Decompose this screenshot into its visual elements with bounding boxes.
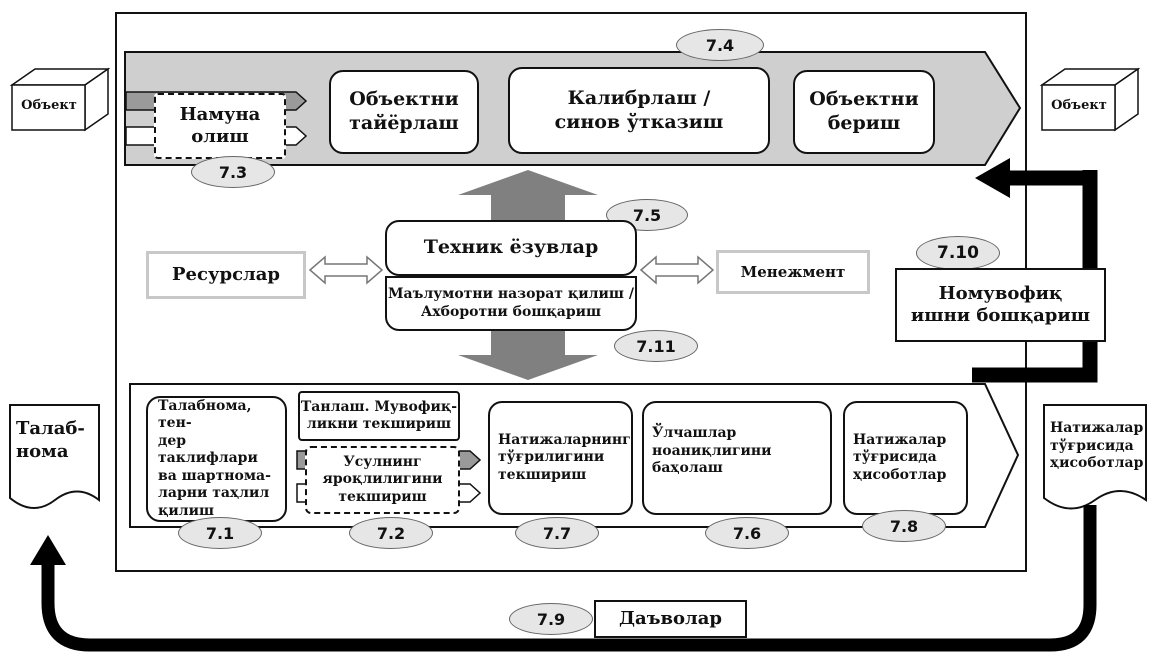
reports-box: Натижалар тўғрисида ҳисоботлар [843,401,968,515]
complaints-return-arrowhead [30,535,66,565]
feedback-arrow [972,170,1098,383]
tag-7-6: 7.6 [705,517,789,549]
tech-records-box: Техник ёзувлар [385,220,637,276]
request-document-shape [9,404,100,509]
tag-7-11: 7.11 [614,330,698,362]
management-double-arrow [639,255,715,285]
object-out-label: Объект [1051,98,1107,113]
validity-box: Натижаларнинг тўғрилигини текшириш [488,401,633,515]
tag-7-7: 7.7 [515,517,599,549]
complaints-box: Даъволар [594,600,747,638]
tag-7-2: 7.2 [349,517,433,549]
request-document-label: Талаб- нома [16,418,85,462]
method-select-box: Танлаш. Мувофиқ- ликни текшириш [298,391,460,441]
object-in-cube [9,67,111,132]
tag-7-9: 7.9 [509,603,593,635]
method-validation-box: Усулнинг яроқлилигини текшириш [305,446,460,514]
object-out-cube [1039,67,1141,132]
complaints-return-arrow [41,505,1097,652]
object-in-label: Объект [21,98,77,113]
review-box: Талабнома, тен- дер таклифлари ва шартно… [146,396,287,522]
resources-double-arrow [308,255,384,285]
up-arrow [458,170,598,220]
tag-7-8: 7.8 [862,510,946,542]
sampling-box: Намуна олиш [154,93,286,159]
reports-document-label: Натижалар тўғрисида ҳисоботлар [1050,420,1144,471]
uncertainty-box: Ўлчашлар ноаниқлигини баҳолаш [642,401,832,515]
feedback-arrowhead [975,158,1010,198]
tag-7-3: 7.3 [191,156,275,188]
down-arrow [458,331,598,380]
nonconforming-box: Номувофиқ ишни бошқариш [895,268,1106,342]
handover-box: Объектни бериш [793,70,935,154]
management-box: Менежмент [716,250,870,294]
tag-7-1: 7.1 [178,517,262,549]
calibration-box: Калибрлаш / синов ўтказиш [508,67,770,154]
data-control-box: Маълумотни назорат қилиш / Ахборотни бош… [385,276,637,331]
tag-7-10: 7.10 [916,236,1000,270]
tag-7-4: 7.4 [676,29,764,61]
reports-document-shape [1043,404,1147,510]
resources-box: Ресурслар [146,251,306,299]
preparation-box: Объектни тайёрлаш [329,70,479,154]
